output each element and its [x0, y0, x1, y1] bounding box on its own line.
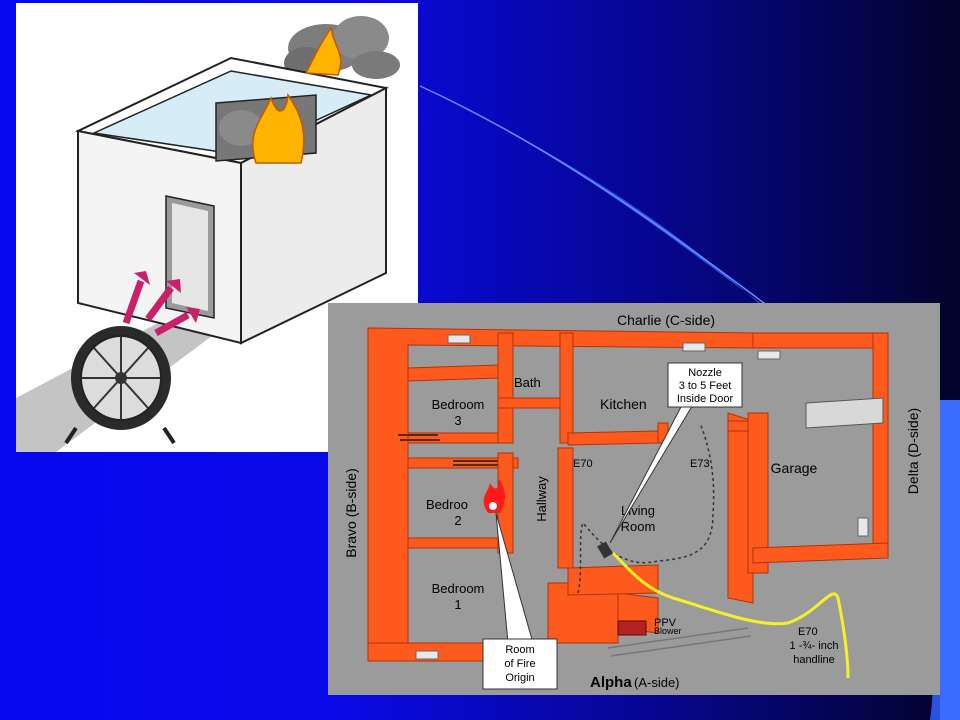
- hallway-label: Hallway: [534, 476, 549, 522]
- e73-label: E73: [690, 458, 710, 470]
- walls: [367, 327, 889, 662]
- nozzle-callout-line1: Nozzle: [688, 367, 722, 379]
- handline-label: handline: [793, 654, 835, 666]
- charlie-label: Charlie (C-side): [617, 312, 715, 328]
- windows: [415, 334, 869, 660]
- origin-callout-line3: Origin: [505, 672, 534, 684]
- bedroom3-number: 3: [454, 413, 461, 428]
- origin-callout-line2: of Fire: [504, 658, 535, 670]
- bedroom1-label: Bedroom: [432, 581, 485, 596]
- fire-icon: [251, 25, 342, 164]
- hose-path: [577, 422, 715, 594]
- handline: [611, 551, 850, 679]
- e70-inside-label: E70: [573, 458, 593, 470]
- delta-label: Delta (D-side): [905, 408, 921, 494]
- nozzle-icon: [597, 541, 613, 559]
- fire-origin-callout: Room of Fire Origin: [482, 512, 558, 690]
- nozzle-callout: Nozzle 3 to 5 Feet Inside Door: [609, 362, 743, 544]
- walkway: [607, 627, 752, 657]
- bath-label: Bath: [514, 375, 541, 390]
- garage-door: [805, 397, 884, 429]
- floor-plan-panel: Charlie (C-side) Bravo (B-side) Delta (D…: [328, 303, 940, 695]
- stairs: [398, 434, 498, 466]
- bedroom3-label: Bedroom: [432, 397, 485, 412]
- ppv-label: PPV: [654, 617, 677, 629]
- nozzle-callout-line2: 3 to 5 Feet: [679, 380, 732, 392]
- kitchen-label: Kitchen: [600, 396, 647, 412]
- handline-size-label: 1 -¾- inch: [790, 640, 839, 652]
- ppv-illustration: [16, 16, 400, 452]
- bedroom1-number: 1: [454, 597, 461, 612]
- bedroom2-label: Bedroo: [426, 497, 468, 512]
- alpha-suffix-label: (A-side): [634, 675, 680, 690]
- alpha-label: Alpha: [590, 674, 632, 691]
- fire-icon: [483, 478, 505, 513]
- room-front-wall: [77, 129, 242, 345]
- airflow-arrows: [122, 271, 200, 337]
- e70-outside-label: E70: [798, 626, 818, 638]
- origin-callout-line1: Room: [505, 644, 534, 656]
- ppv-blower-icon: [617, 620, 647, 636]
- living-room-label-2: Room: [621, 519, 656, 534]
- bravo-label: Bravo (B-side): [343, 468, 359, 557]
- smoke-cloud-icon: [284, 16, 400, 79]
- garage-label: Garage: [771, 460, 818, 476]
- floor-plan: Charlie (C-side) Bravo (B-side) Delta (D…: [343, 312, 921, 691]
- nozzle-callout-line3: Inside Door: [677, 393, 734, 405]
- ppv-fan-icon: [64, 326, 176, 445]
- ppv-sub-label: Blower: [654, 626, 682, 636]
- bedroom2-number: 2: [454, 513, 461, 528]
